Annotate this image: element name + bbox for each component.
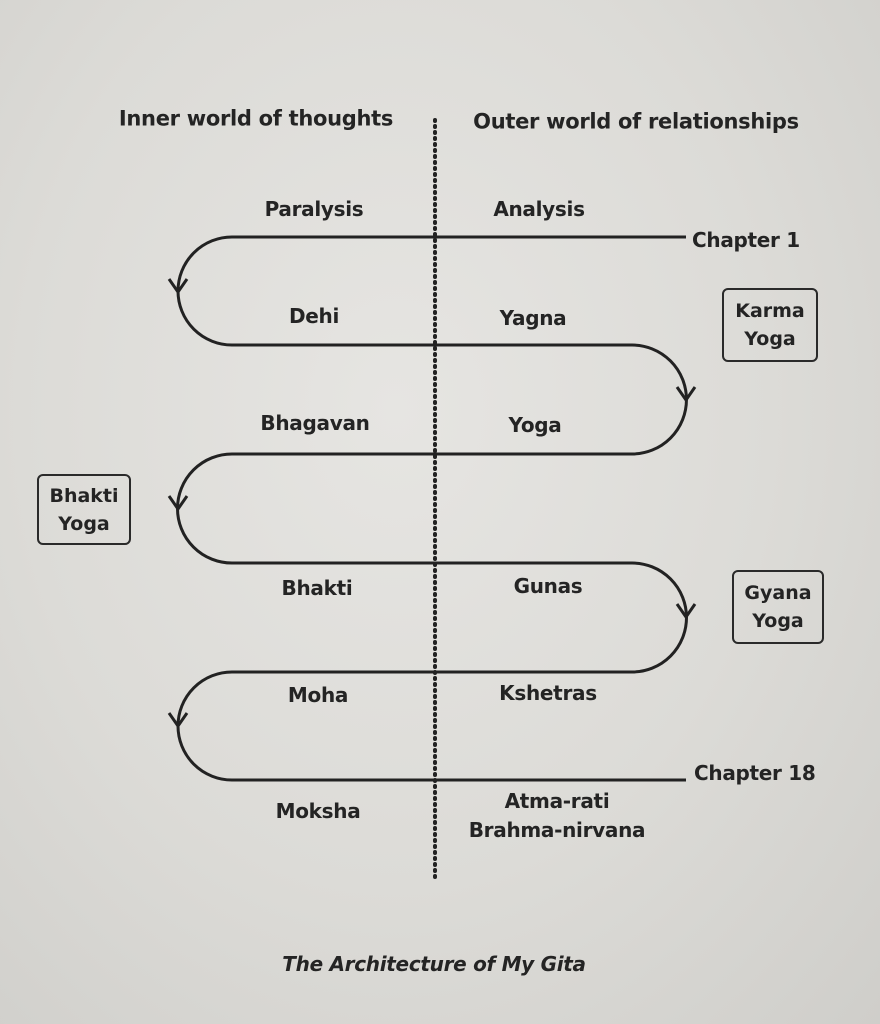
chapter-end-label: Chapter 18 — [694, 761, 816, 785]
outer-label-analysis: Analysis — [493, 197, 585, 221]
figure-caption: The Architecture of My Gita — [282, 952, 586, 976]
inner-label-moksha: Moksha — [275, 799, 361, 823]
outer-label-yagna: Yagna — [499, 306, 567, 330]
arrow-down-icon — [675, 386, 697, 403]
arrow-down-icon — [167, 278, 189, 295]
arrow-down-icon — [167, 712, 189, 729]
outer-label-atma-rati: Atma-rati — [504, 789, 610, 813]
arrow-down-icon — [675, 603, 697, 620]
karma-yoga-line1: Karma — [735, 300, 805, 322]
gyana-yoga-line1: Gyana — [744, 582, 812, 604]
outer-label-brahma-nirvana: Brahma-nirvana — [468, 818, 646, 842]
bhakti-yoga-line1: Bhakti — [49, 484, 119, 507]
inner-label-dehi: Dehi — [288, 304, 340, 328]
gyana-yoga-box: Gyana Yoga — [732, 570, 824, 644]
serpentine-path — [176, 235, 688, 782]
outer-label-kshetras: Kshetras — [499, 681, 597, 705]
inner-label-bhakti: Bhakti — [281, 576, 353, 600]
karma-yoga-box: Karma Yoga — [722, 288, 818, 362]
karma-yoga-line2: Yoga — [744, 328, 796, 350]
bhakti-yoga-line2: Yoga — [58, 512, 110, 535]
header-outer-world: Outer world of relationships — [473, 109, 799, 134]
outer-label-yoga: Yoga — [508, 413, 562, 437]
gyana-yoga-line2: Yoga — [752, 610, 804, 632]
outer-label-gunas: Gunas — [513, 574, 583, 598]
arrow-down-icon — [167, 495, 189, 512]
header-inner-world: Inner world of thoughts — [118, 106, 394, 131]
chapter-start-label: Chapter 1 — [692, 228, 800, 252]
bhakti-yoga-box: Bhakti Yoga — [37, 474, 131, 545]
inner-label-paralysis: Paralysis — [264, 197, 364, 221]
inner-label-moha: Moha — [287, 683, 349, 707]
inner-label-bhagavan: Bhagavan — [260, 411, 370, 435]
